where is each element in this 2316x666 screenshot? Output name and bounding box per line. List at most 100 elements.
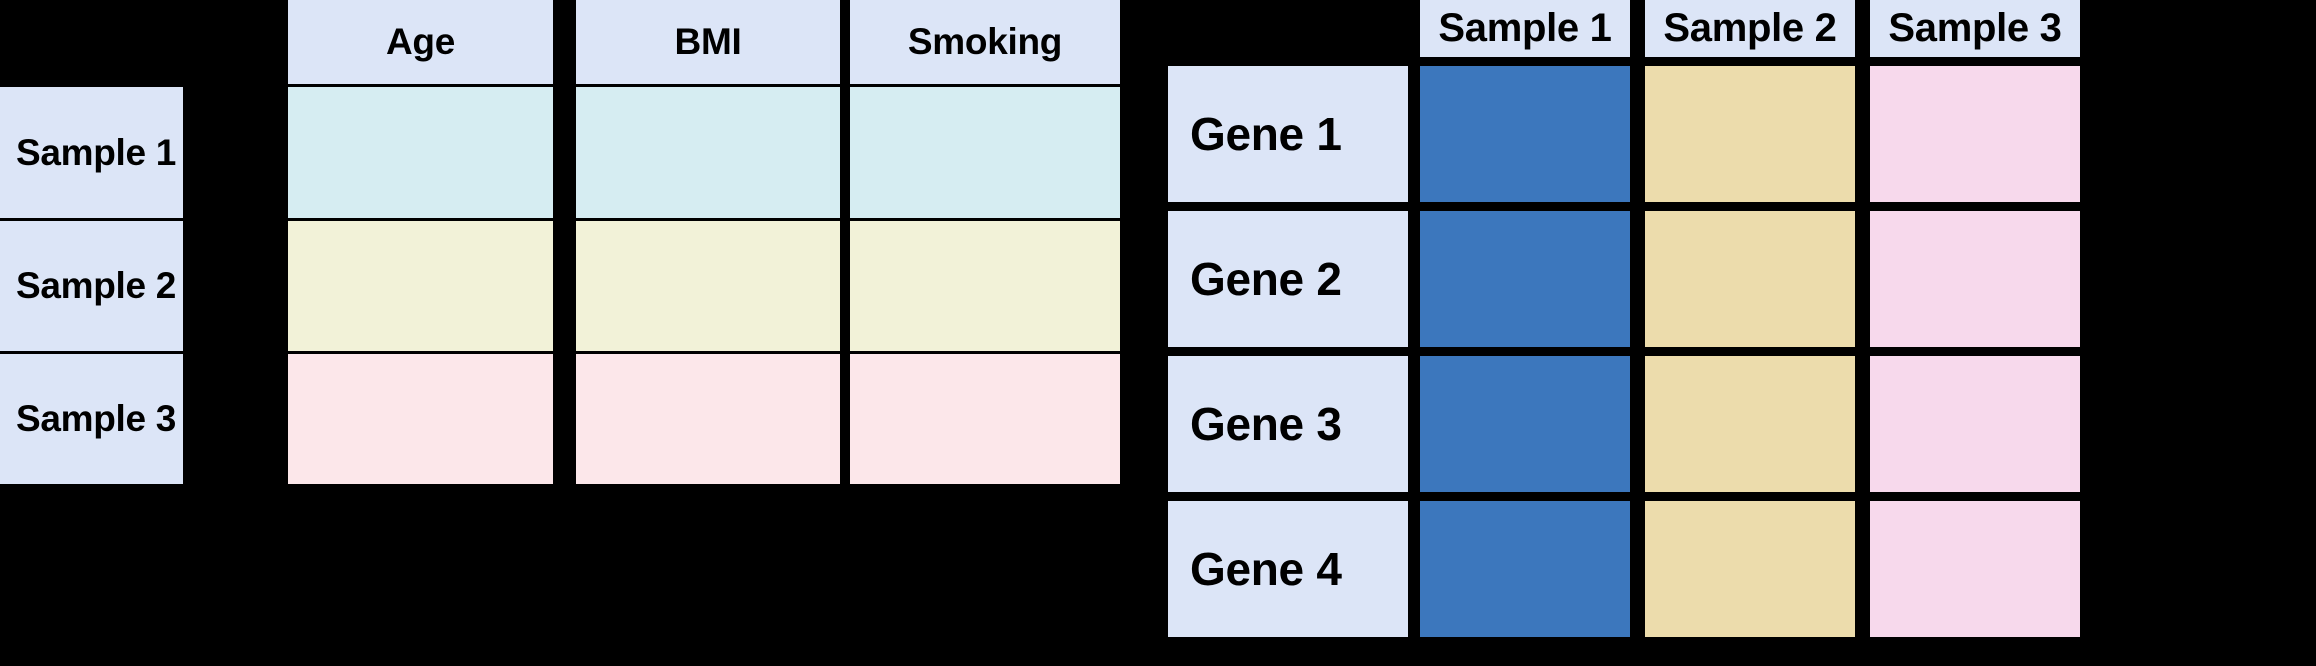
clinical-gap-v-0e	[576, 84, 840, 87]
expression-cell-gene3-sample2[interactable]	[1645, 356, 1855, 492]
expression-cell-gene4-sample2[interactable]	[1645, 501, 1855, 637]
clinical-gap-v-1f	[840, 218, 850, 221]
clinical-header-bmi[interactable]: BMI	[576, 0, 840, 84]
clinical-cell-sample2-smoking[interactable]	[850, 221, 1120, 351]
expression-gap-g3-1	[1630, 356, 1645, 492]
clinical-gap-r3-1	[553, 354, 576, 484]
expression-row-label-gene-1[interactable]: Gene 1	[1168, 66, 1408, 202]
clinical-gap-v-2b	[183, 351, 288, 354]
clinical-gap-v-0g	[850, 84, 1120, 87]
clinical-gap-r3-2	[840, 354, 850, 484]
clinical-cell-sample2-bmi[interactable]	[576, 221, 840, 351]
clinical-gap-v-1c	[288, 218, 553, 221]
clinical-gap-v-2d	[553, 351, 576, 354]
expression-gap-v-0d	[1630, 57, 1645, 66]
expression-gap-g3-0	[1408, 356, 1420, 492]
clinical-row-label-sample-2[interactable]: Sample 2	[0, 221, 183, 351]
expression-gap-g4-2	[1855, 501, 1870, 637]
expression-cell-gene3-sample3[interactable]	[1870, 356, 2080, 492]
clinical-gap-r2-2	[840, 221, 850, 351]
expression-header-sample-3[interactable]: Sample 3	[1870, 0, 2080, 57]
clinical-gap-r1-0	[183, 87, 288, 218]
clinical-metadata-table: Age BMI Smoking Sample 1 Sample 2	[0, 0, 1120, 484]
expression-row-label-gene-2[interactable]: Gene 2	[1168, 211, 1408, 347]
expression-gap-v-2f	[1855, 347, 1870, 356]
clinical-gap-v-2f	[840, 351, 850, 354]
expression-gap-v-3b	[1408, 492, 1420, 501]
expression-gap-v-1e	[1645, 202, 1855, 211]
clinical-header-smoking[interactable]: Smoking	[850, 0, 1120, 84]
clinical-gap-v-1b	[183, 218, 288, 221]
expression-cell-gene1-sample2[interactable]	[1645, 66, 1855, 202]
expression-gap-g3-2	[1855, 356, 1870, 492]
expression-gap-v-3d	[1630, 492, 1645, 501]
clinical-corner-cell	[0, 0, 183, 84]
clinical-gap-v-1g	[850, 218, 1120, 221]
expression-gap-g2-1	[1630, 211, 1645, 347]
expression-cell-gene2-sample3[interactable]	[1870, 211, 2080, 347]
clinical-gap-v-0a	[0, 84, 183, 87]
expression-cell-gene1-sample1[interactable]	[1420, 66, 1630, 202]
expression-gap-v-2g	[1870, 347, 2080, 356]
expression-gap-v-2e	[1645, 347, 1855, 356]
expression-gap-g1-1	[1630, 66, 1645, 202]
clinical-gap-v-0c	[288, 84, 553, 87]
expression-row-label-gene-3[interactable]: Gene 3	[1168, 356, 1408, 492]
clinical-gap-v-1e	[576, 218, 840, 221]
clinical-row-label-sample-3[interactable]: Sample 3	[0, 354, 183, 484]
clinical-cell-sample1-bmi[interactable]	[576, 87, 840, 218]
expression-gap-g4-0	[1408, 501, 1420, 637]
expression-header-sample-2[interactable]: Sample 2	[1645, 0, 1855, 57]
expression-gap-v-2a	[1168, 347, 1408, 356]
expression-gap-v-1c	[1420, 202, 1630, 211]
clinical-gap-h-0	[183, 0, 288, 84]
expression-gap-v-0f	[1855, 57, 1870, 66]
clinical-cell-sample3-bmi[interactable]	[576, 354, 840, 484]
clinical-gap-h-1	[553, 0, 576, 84]
expression-header-sample-1[interactable]: Sample 1	[1420, 0, 1630, 57]
expression-gap-v-1d	[1630, 202, 1645, 211]
expression-row-label-gene-4[interactable]: Gene 4	[1168, 501, 1408, 637]
expression-gap-g1-0	[1408, 66, 1420, 202]
clinical-gap-v-2a	[0, 351, 183, 354]
clinical-cell-sample3-age[interactable]	[288, 354, 553, 484]
expression-cell-gene3-sample1[interactable]	[1420, 356, 1630, 492]
expression-gap-g1-2	[1855, 66, 1870, 202]
expression-gap-g2-0	[1408, 211, 1420, 347]
clinical-gap-r2-1	[553, 221, 576, 351]
expression-gap-h-1	[1630, 0, 1645, 57]
clinical-gap-r1-1	[553, 87, 576, 218]
clinical-gap-v-2e	[576, 351, 840, 354]
expression-gap-v-0a	[1168, 57, 1408, 66]
expression-gap-v-3e	[1645, 492, 1855, 501]
expression-gap-g4-1	[1630, 501, 1645, 637]
expression-gap-v-0b	[1408, 57, 1420, 66]
clinical-cell-sample1-smoking[interactable]	[850, 87, 1120, 218]
expression-gap-g2-2	[1855, 211, 1870, 347]
clinical-gap-v-1d	[553, 218, 576, 221]
clinical-gap-v-2g	[850, 351, 1120, 354]
clinical-header-age[interactable]: Age	[288, 0, 553, 84]
expression-gap-h-0	[1408, 0, 1420, 57]
clinical-gap-v-0b	[183, 84, 288, 87]
clinical-cell-sample3-smoking[interactable]	[850, 354, 1120, 484]
expression-gap-v-1g	[1870, 202, 2080, 211]
clinical-row-label-sample-1[interactable]: Sample 1	[0, 87, 183, 218]
clinical-cell-sample2-age[interactable]	[288, 221, 553, 351]
expression-gap-v-3g	[1870, 492, 2080, 501]
expression-cell-gene1-sample3[interactable]	[1870, 66, 2080, 202]
expression-cell-gene2-sample1[interactable]	[1420, 211, 1630, 347]
clinical-gap-v-1a	[0, 218, 183, 221]
expression-gap-v-2c	[1420, 347, 1630, 356]
clinical-gap-r1-2	[840, 87, 850, 218]
expression-gap-v-0g	[1870, 57, 2080, 66]
expression-gap-v-1b	[1408, 202, 1420, 211]
clinical-gap-v-0d	[553, 84, 576, 87]
expression-cell-gene4-sample1[interactable]	[1420, 501, 1630, 637]
expression-cell-gene2-sample2[interactable]	[1645, 211, 1855, 347]
clinical-gap-v-2c	[288, 351, 553, 354]
expression-gap-v-0e	[1645, 57, 1855, 66]
expression-gap-v-1a	[1168, 202, 1408, 211]
expression-cell-gene4-sample3[interactable]	[1870, 501, 2080, 637]
clinical-cell-sample1-age[interactable]	[288, 87, 553, 218]
